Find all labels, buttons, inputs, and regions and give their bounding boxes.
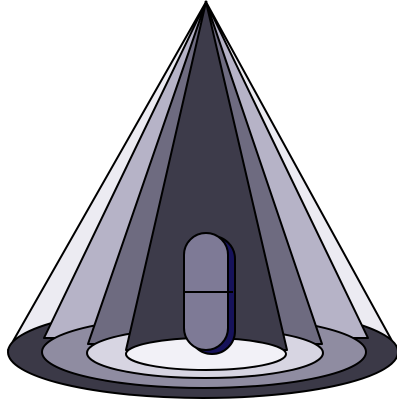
cone-apex xyxy=(205,1,208,4)
